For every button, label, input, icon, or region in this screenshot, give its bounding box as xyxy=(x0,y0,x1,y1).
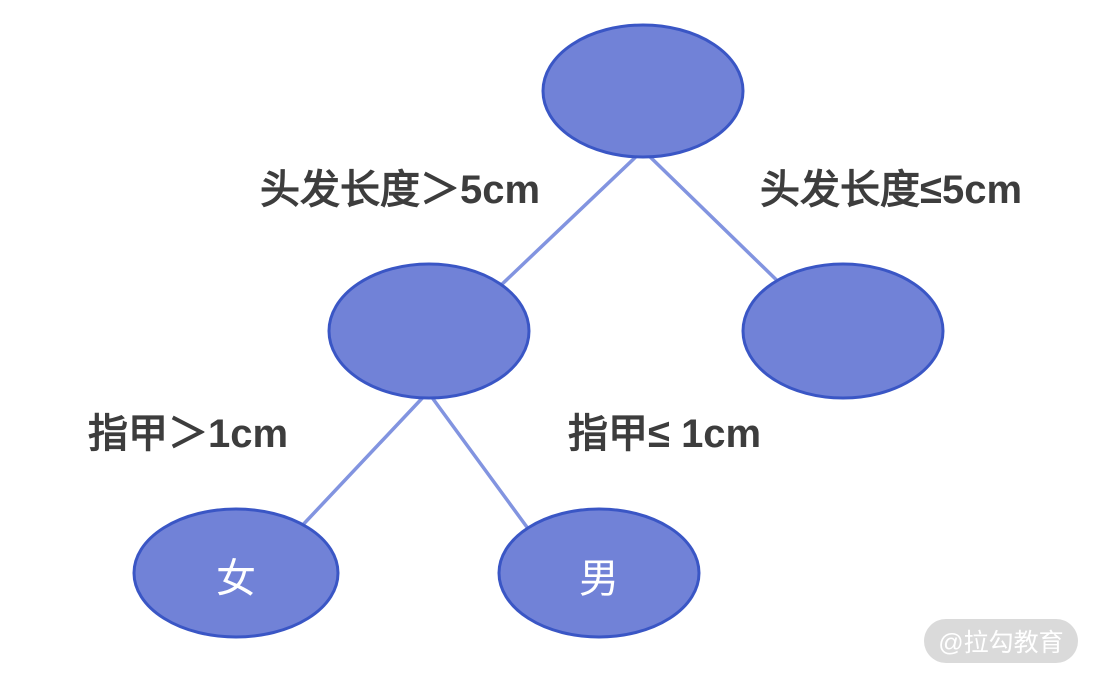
root-node-ellipse xyxy=(541,23,745,159)
edge-root-to-left-child xyxy=(496,148,645,290)
edge-label-nail-gt-1cm: 指甲＞1cm xyxy=(88,412,289,456)
right-child-node-ellipse xyxy=(741,262,945,400)
male-leaf-label: 男 xyxy=(579,557,619,601)
edge-root-to-right-child xyxy=(641,148,797,300)
male-leaf-node-ellipse xyxy=(497,507,701,639)
edge-label-nail-le-1cm: 指甲≤ 1cm xyxy=(568,412,762,456)
edge-left-child-to-male-leaf xyxy=(426,390,534,536)
edge-label-hair-length-le-5cm: 头发长度≤5cm xyxy=(760,168,1023,212)
edge-label-hair-length-gt-5cm: 头发长度＞5cm xyxy=(260,168,541,212)
edge-left-child-to-female-leaf xyxy=(296,390,430,532)
watermark-badge: @拉勾教育 xyxy=(924,619,1078,663)
watermark-text: @拉勾教育 xyxy=(938,629,1064,657)
left-child-node-ellipse xyxy=(327,262,531,400)
female-leaf-label: 女 xyxy=(216,557,256,601)
female-leaf-node-ellipse xyxy=(132,507,340,639)
